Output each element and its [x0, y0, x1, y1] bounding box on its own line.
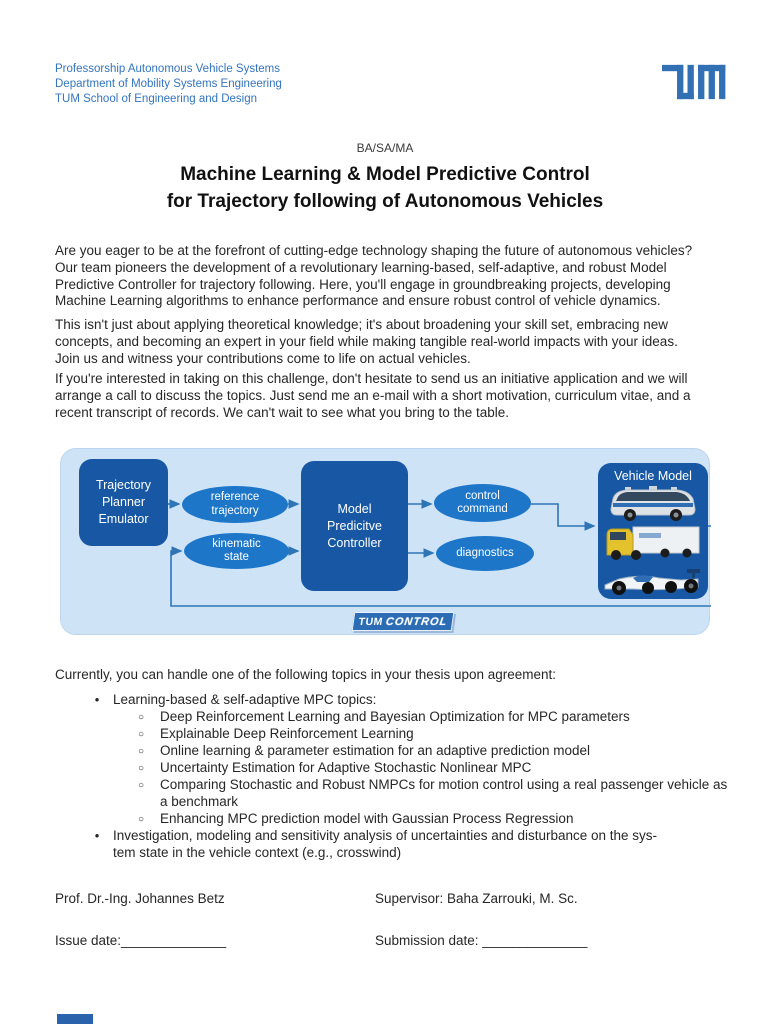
list-item-text: Enhancing MPC prediction model with Gaus…	[160, 811, 574, 826]
van-illustration	[610, 486, 696, 521]
thesis-type-label: BA/SA/MA	[356, 141, 414, 155]
vehicle-model-block: Vehicle Model	[598, 463, 708, 599]
list-item: ○ Explainable Deep Reinforcement Learning	[55, 725, 745, 742]
list-item: ○ Uncertainty Estimation for Adaptive Sto…	[55, 759, 745, 776]
list-item: ○ Enhancing MPC prediction model with Gau…	[55, 810, 745, 827]
page-title: Machine Learning & Model Predictive Cont…	[166, 164, 604, 212]
list-item: ○ Comparing Stochastic and Robust NMPCs f…	[55, 776, 745, 810]
supervisor-name: Supervisor: Baha Zarrouki, M. Sc.	[375, 891, 578, 906]
truck-illustration	[606, 526, 700, 560]
kinematic-state-signal: kinematic state	[184, 533, 289, 569]
list-item-text: Uncertainty Estimation for Adaptive Stoc…	[160, 760, 532, 775]
list-item: • Investigation, modeling and sensitivity…	[55, 827, 745, 861]
list-item: ○ Deep Reinforcement Learning and Bayesia…	[55, 708, 745, 725]
circle-bullet-icon: ○	[137, 780, 145, 791]
list-item: • Learning-based & self-adaptive MPC topi…	[55, 691, 745, 708]
circle-bullet-icon: ○	[137, 712, 145, 723]
skills-paragraph: This isn't just about applying theoretic…	[55, 317, 678, 366]
letterhead-line-3: TUM School of Engineering and Design	[55, 93, 258, 105]
professor-name: Prof. Dr.-Ing. Johannes Betz	[55, 891, 225, 906]
bullet-icon: •	[94, 692, 100, 707]
dates-row: Issue date:______________ Submission dat…	[55, 933, 745, 948]
signatories-row: Prof. Dr.-Ing. Johannes Betz Supervisor:…	[55, 891, 745, 906]
list-item-text: Learning-based & self-adaptive MPC topic…	[113, 692, 377, 707]
diagram-arrows	[168, 499, 711, 607]
list-item: ○ Online learning & parameter estimation …	[55, 742, 745, 759]
vehicle-model-label: Vehicle Model	[614, 469, 692, 483]
application-paragraph: If you're interested in taking on this c…	[55, 371, 691, 420]
topics-intro: Currently, you can handle one of the fol…	[55, 667, 557, 682]
tum-control-logo-control: CONTROL	[385, 615, 449, 628]
submission-date-field: Submission date: ______________	[375, 933, 588, 948]
tum-control-logo-tum: TUM	[357, 615, 384, 628]
bullet-icon: •	[94, 828, 100, 843]
trajectory-planner-block: Trajectory Planner Emulator	[79, 459, 168, 546]
list-item-text: Explainable Deep Reinforcement Learning	[160, 726, 414, 741]
topics-list: • Learning-based & self-adaptive MPC topi…	[55, 691, 745, 861]
circle-bullet-icon: ○	[137, 746, 145, 757]
control-command-signal: control command	[434, 484, 531, 522]
list-item-text: Investigation, modeling and sensitivity …	[113, 828, 658, 860]
circle-bullet-icon: ○	[137, 729, 145, 740]
mpc-block: Model Predicitve Controller	[301, 461, 408, 591]
list-item-text: Online learning & parameter estimation f…	[160, 743, 590, 758]
circle-bullet-icon: ○	[137, 814, 145, 825]
list-item-text: Comparing Stochastic and Robust NMPCs fo…	[160, 777, 728, 809]
reference-trajectory-signal: reference trajectory	[182, 486, 288, 523]
issue-date-field: Issue date:______________	[55, 933, 227, 948]
next-page-fragment	[57, 1014, 93, 1024]
letterhead-line-1: Professorship Autonomous Vehicle Systems	[55, 63, 281, 75]
intro-paragraph: Are you eager to be at the forefront of …	[55, 243, 693, 309]
letterhead-line-2: Department of Mobility Systems Engineeri…	[55, 78, 282, 90]
list-item-text: Deep Reinforcement Learning and Bayesian…	[160, 709, 630, 724]
race-car-illustration	[604, 569, 700, 595]
circle-bullet-icon: ○	[137, 763, 145, 774]
vehicle-illustrations	[604, 486, 700, 595]
letterhead: Professorship Autonomous Vehicle Systems…	[55, 62, 282, 107]
tum-logo	[662, 64, 726, 100]
mpc-architecture-diagram: Trajectory Planner Emulator reference tr…	[60, 448, 711, 635]
diagnostics-signal: diagnostics	[436, 536, 534, 571]
tum-control-logo: TUM CONTROL	[351, 612, 455, 631]
